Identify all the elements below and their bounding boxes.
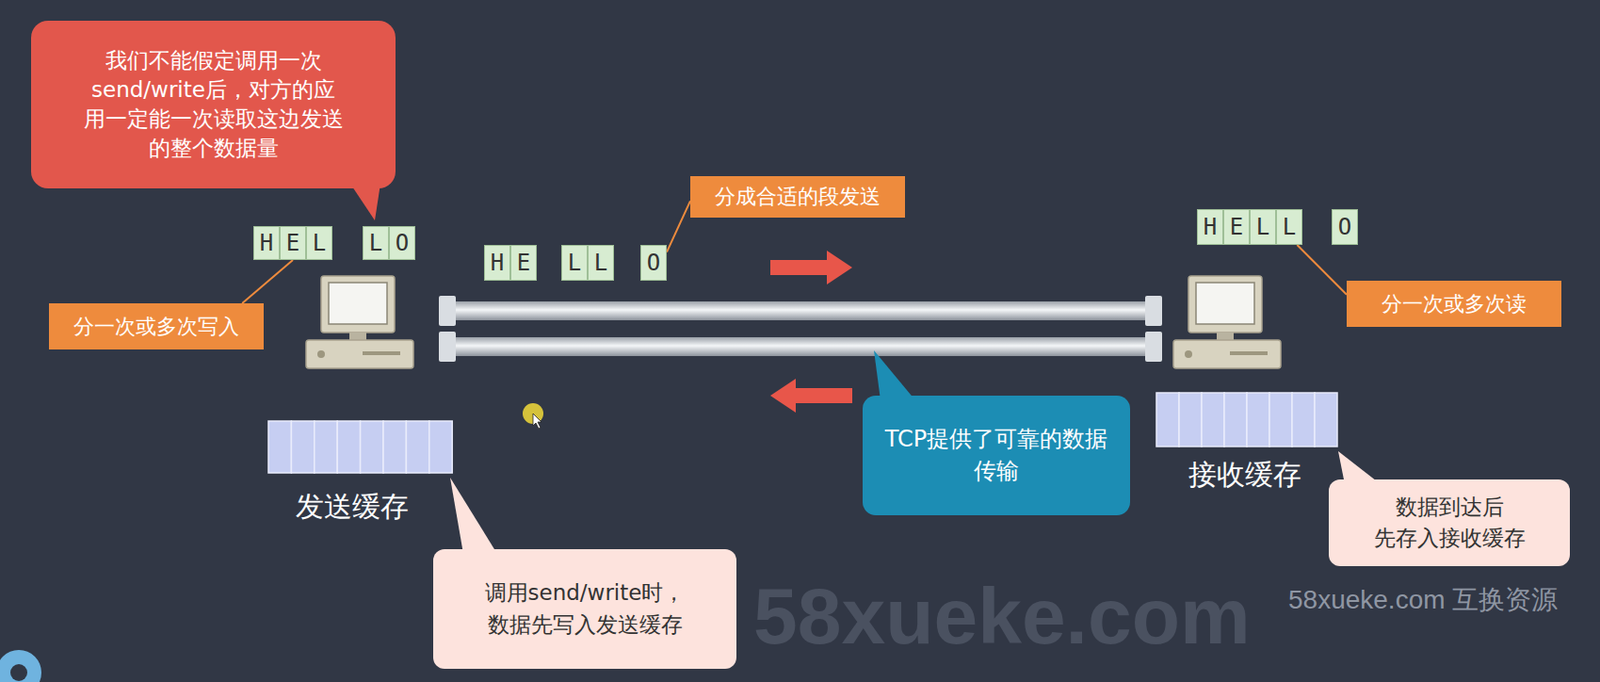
pipe-cap <box>438 295 456 326</box>
pipe-cap <box>438 331 456 362</box>
letter-cell: O <box>1331 209 1358 245</box>
node-text: L <box>1256 213 1270 241</box>
letter-cell: L <box>587 244 615 281</box>
watermark: 58xueke.com 互换资源 <box>1288 581 1558 618</box>
node-text: L <box>1282 213 1296 241</box>
letter-cell: E <box>279 226 307 260</box>
node-text: 数据到达后 先存入接收缓存 <box>1343 491 1555 555</box>
letter-cell: H <box>484 244 511 281</box>
node-text: L <box>594 249 608 276</box>
node-text: L <box>567 249 582 276</box>
letter-cell: H <box>1196 209 1224 245</box>
speech-callout: 调用send/write时， 数据先写入发送缓存 <box>433 549 737 669</box>
node-text: O <box>646 249 661 276</box>
node-text: E <box>1229 213 1244 241</box>
letter-cell: L <box>1276 209 1303 245</box>
callout-tail <box>873 350 916 401</box>
callout-tail <box>350 183 381 221</box>
letter-cell: E <box>1223 209 1250 245</box>
node-text: H <box>490 249 504 276</box>
direction-arrow <box>770 378 853 413</box>
leader-line <box>1296 244 1347 295</box>
speech-callout: 我们不能假定调用一次 send/write后，对方的应 用一定能一次读取这边发送… <box>31 20 396 189</box>
buffer-label: 发送缓存 <box>295 487 409 527</box>
pipe-cap <box>1145 295 1163 326</box>
note-tag: 分成合适的段发送 <box>690 176 906 218</box>
node-text: E <box>286 229 300 257</box>
callout-tail <box>450 477 498 554</box>
node-text: TCP提供了可靠的数据传输 <box>881 423 1112 487</box>
letter-cell: L <box>362 226 389 260</box>
node-text: E <box>517 249 531 276</box>
node-text: 我们不能假定调用一次 send/write后，对方的应 用一定能一次读取这边发送… <box>59 46 368 163</box>
leader-line <box>242 259 293 304</box>
note-tag: 分一次或多次读 <box>1346 280 1562 327</box>
send-buffer <box>268 420 453 473</box>
leader-line <box>666 200 691 252</box>
computer-icon <box>306 275 414 369</box>
node-text: O <box>1338 213 1352 241</box>
letter-cell: O <box>640 244 667 281</box>
pipe <box>452 301 1149 321</box>
node-text: H <box>259 229 274 257</box>
buffer-label: 接收缓存 <box>1188 455 1302 495</box>
node-text: L <box>312 229 326 257</box>
computer-icon <box>1173 275 1281 369</box>
letter-cell: L <box>1249 209 1277 245</box>
receive-buffer <box>1156 392 1338 447</box>
watermark: 58xueke.com <box>753 576 1251 656</box>
note-tag: 分一次或多次写入 <box>48 303 264 350</box>
letter-cell: O <box>388 226 416 260</box>
node-text: 调用send/write时， 数据先写入发送缓存 <box>448 577 722 641</box>
direction-arrow <box>770 250 853 285</box>
node-text: 分一次或多次读 <box>1381 290 1527 319</box>
speech-callout: TCP提供了可靠的数据传输 <box>862 395 1131 516</box>
letter-cell: E <box>510 244 537 281</box>
pipe-cap <box>1145 331 1163 362</box>
letter-cell: L <box>306 226 333 260</box>
speech-callout: 数据到达后 先存入接收缓存 <box>1328 479 1570 566</box>
node-text: 分一次或多次写入 <box>73 312 240 341</box>
letter-cell: H <box>253 226 280 260</box>
node-text: L <box>369 229 383 257</box>
cursor-pointer <box>533 413 542 429</box>
gear-icon <box>0 649 42 682</box>
node-text: H <box>1203 213 1217 241</box>
node-text: O <box>395 229 409 257</box>
letter-cell: L <box>561 244 588 281</box>
node-text: 分成合适的段发送 <box>714 182 881 211</box>
pipe <box>452 337 1149 356</box>
